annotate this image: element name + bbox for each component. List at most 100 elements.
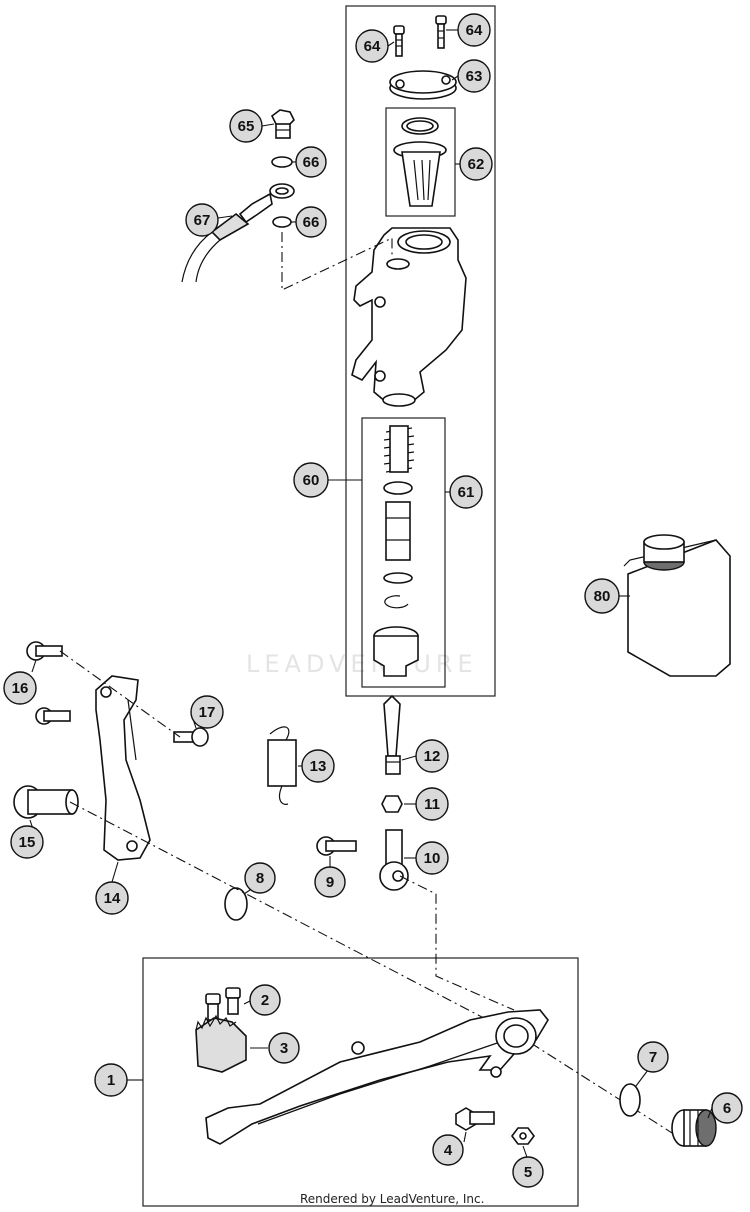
- callout-80[interactable]: 80: [584, 578, 620, 614]
- clevis-part-10: [379, 829, 409, 891]
- leader-64a: [387, 41, 395, 47]
- leader-7: [635, 1069, 649, 1087]
- svg-text:7: 7: [649, 1049, 657, 1066]
- callout-13[interactable]: 13: [301, 749, 335, 783]
- spring-part-13: [267, 726, 297, 805]
- leader-6: [707, 1107, 713, 1119]
- callout-14[interactable]: 14: [95, 881, 129, 915]
- watermark: LEADVENTURE: [246, 650, 478, 678]
- svg-text:64: 64: [466, 22, 483, 39]
- callout-1[interactable]: 1: [94, 1063, 128, 1097]
- leader-8: [243, 889, 251, 895]
- svg-text:15: 15: [19, 834, 36, 851]
- banjo-bolt-part-65: [270, 109, 295, 139]
- bolt-part-4: [455, 1107, 495, 1131]
- callout-16[interactable]: 16: [3, 671, 37, 705]
- svg-text:5: 5: [524, 1164, 532, 1181]
- leader-65: [261, 123, 275, 127]
- bushing-part-15: [13, 785, 79, 819]
- pivot-axis-line: [59, 650, 181, 738]
- callout-64a[interactable]: 64: [355, 29, 389, 63]
- svg-text:60: 60: [303, 472, 320, 489]
- callout-9[interactable]: 9: [314, 866, 346, 898]
- svg-text:14: 14: [104, 890, 121, 907]
- callout-63[interactable]: 63: [457, 59, 491, 93]
- svg-text:9: 9: [326, 874, 334, 891]
- leader-4: [463, 1131, 467, 1143]
- svg-text:62: 62: [468, 156, 485, 173]
- bolt-part-16b: [35, 707, 71, 725]
- callout-15[interactable]: 15: [10, 825, 44, 859]
- callout-66a[interactable]: 66: [295, 146, 327, 178]
- callout-7[interactable]: 7: [637, 1041, 669, 1073]
- callout-5[interactable]: 5: [512, 1156, 544, 1188]
- svg-text:3: 3: [280, 1040, 288, 1057]
- brake-pedal-part-1: [205, 1009, 549, 1145]
- svg-text:66: 66: [303, 154, 320, 171]
- svg-text:1: 1: [107, 1072, 115, 1089]
- leader-14: [111, 861, 119, 883]
- linkage-lever-part-14: [95, 675, 151, 861]
- svg-text:11: 11: [424, 796, 440, 813]
- callout-4[interactable]: 4: [432, 1134, 464, 1166]
- bolt-part-2: [205, 987, 241, 1021]
- screw-part-64a: [393, 25, 405, 57]
- master-cylinder-body: [351, 227, 467, 407]
- callout-2[interactable]: 2: [249, 984, 281, 1016]
- svg-text:17: 17: [199, 704, 216, 721]
- svg-text:2: 2: [261, 992, 269, 1009]
- bolt-part-16: [26, 641, 63, 661]
- callout-10[interactable]: 10: [415, 841, 449, 875]
- reservoir-cap-part-63: [389, 70, 457, 100]
- leader-12: [401, 755, 417, 761]
- callout-8[interactable]: 8: [244, 862, 276, 894]
- circlip-part-8: [224, 887, 248, 921]
- callout-62[interactable]: 62: [459, 147, 493, 181]
- callout-65[interactable]: 65: [229, 109, 263, 143]
- callout-66b[interactable]: 66: [295, 206, 327, 238]
- svg-text:64: 64: [364, 38, 381, 55]
- pedal-axis-line: [69, 801, 681, 1139]
- callout-6[interactable]: 6: [711, 1092, 743, 1124]
- nut-part-5: [511, 1127, 535, 1145]
- svg-text:8: 8: [256, 870, 264, 887]
- piston-kit-part-60: [373, 425, 419, 677]
- brake-pedal-frame: [142, 957, 579, 1207]
- svg-text:4: 4: [444, 1142, 453, 1159]
- leader-63: [451, 75, 459, 81]
- svg-text:65: 65: [238, 118, 255, 135]
- svg-text:6: 6: [723, 1100, 731, 1117]
- screw-part-64b: [435, 15, 447, 49]
- filter-kit-frame: [385, 107, 456, 217]
- bolt-part-17: [173, 727, 209, 747]
- nut-part-11: [381, 795, 403, 813]
- svg-text:12: 12: [424, 748, 441, 765]
- push-rod-part-12: [383, 694, 401, 775]
- svg-text:16: 16: [12, 680, 29, 697]
- pivot-plug-part-6: [671, 1109, 717, 1147]
- filter-part-62: [393, 117, 447, 207]
- clevis-axis-line: [399, 875, 515, 1011]
- callout-61[interactable]: 61: [449, 475, 483, 509]
- svg-text:67: 67: [194, 212, 211, 229]
- master-cylinder-frame: [345, 5, 496, 697]
- callout-60[interactable]: 60: [293, 462, 329, 498]
- washer-part-66b: [272, 216, 292, 228]
- callout-67[interactable]: 67: [185, 203, 219, 237]
- svg-text:80: 80: [594, 588, 611, 605]
- piston-kit-frame: [361, 417, 446, 688]
- svg-text:10: 10: [424, 850, 441, 867]
- washer-part-66a: [271, 156, 293, 168]
- render-credit: Rendered by LeadVenture, Inc.: [300, 1192, 484, 1206]
- brake-fluid-can-part-80: [623, 534, 731, 677]
- callout-17[interactable]: 17: [190, 695, 224, 729]
- callout-64b[interactable]: 64: [457, 13, 491, 47]
- leader-16: [31, 659, 37, 673]
- callout-3[interactable]: 3: [268, 1032, 300, 1064]
- svg-text:61: 61: [458, 484, 475, 501]
- callout-11[interactable]: 11: [415, 787, 449, 821]
- callout-12[interactable]: 12: [415, 739, 449, 773]
- svg-text:63: 63: [466, 68, 483, 85]
- brake-hose-part-67: [181, 183, 295, 283]
